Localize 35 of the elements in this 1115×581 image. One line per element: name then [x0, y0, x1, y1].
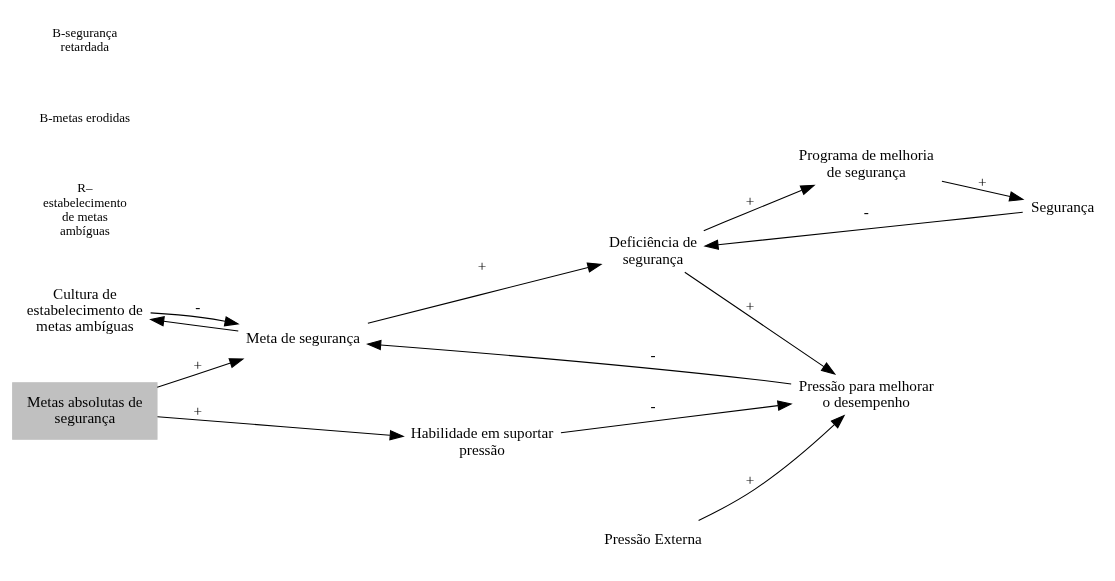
- edge-label: +: [745, 470, 755, 488]
- arrow: [156, 416, 405, 441]
- arrow: [941, 180, 1025, 202]
- edge-label: +: [477, 257, 487, 275]
- node-box: Metas absolutas de segurança: [12, 382, 158, 440]
- node-text: Pressão Externa: [604, 530, 702, 548]
- arrow: [703, 184, 816, 232]
- arrow: [366, 339, 792, 385]
- edge-label: +: [978, 172, 987, 190]
- arrow: [150, 312, 240, 327]
- node-text: Segurança: [1031, 198, 1095, 216]
- label: R– estabelecimento de metas ambíguas: [42, 180, 127, 238]
- node-text: Meta de segurança: [246, 329, 360, 347]
- edge-label: -: [863, 202, 869, 220]
- arrow: [560, 400, 793, 434]
- node-text: Pressão para melhorar o desempenho: [798, 376, 934, 410]
- arrow: [156, 358, 245, 388]
- arrow: [149, 316, 239, 332]
- edge-label: +: [745, 297, 755, 315]
- arrow: [684, 271, 837, 375]
- node-text: Habilidade em suportar pressão: [410, 424, 554, 458]
- arrow: [698, 414, 846, 522]
- label: B-metas erodidas: [39, 110, 131, 126]
- node-text: Deficiência de segurança: [608, 233, 698, 267]
- arrow: [367, 262, 603, 324]
- node-text: Cultura de estabelecimento de metas ambíguas: [26, 284, 143, 335]
- edge-label: +: [193, 355, 203, 373]
- edge-label: -: [650, 397, 656, 415]
- edge-label: -: [650, 346, 656, 364]
- label: B-segurança retardada: [52, 25, 118, 55]
- edge-label: +: [193, 401, 203, 419]
- arrow: [703, 211, 1024, 250]
- node-text: Programa de melhoria de segurança: [798, 146, 934, 180]
- edge-label: +: [745, 192, 755, 210]
- edge-label: -: [195, 298, 201, 316]
